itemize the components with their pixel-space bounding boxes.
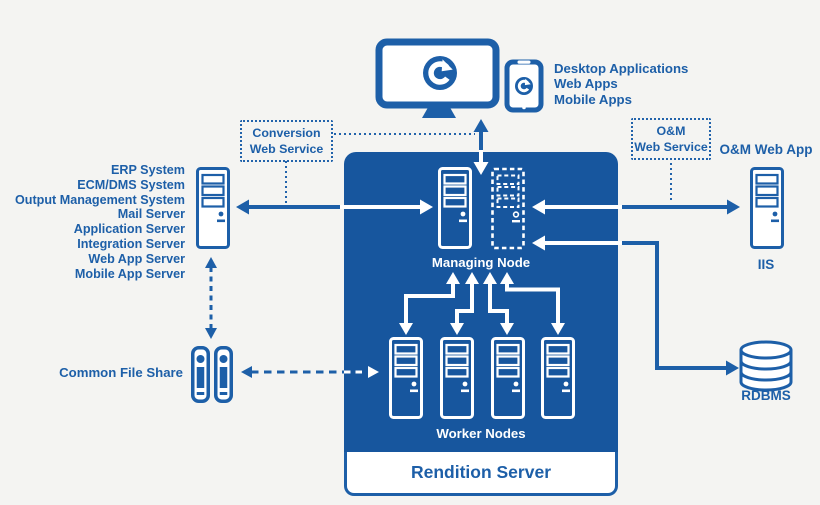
foxit-logo-icon — [513, 75, 535, 97]
connector-white-file-share-dashes — [344, 366, 379, 378]
file-share-icon — [191, 346, 233, 403]
conversion-web-service-box: Conversion Web Service — [240, 120, 333, 162]
om-web-app-label: O&M Web App — [719, 142, 813, 157]
connector-rdbms-managing-node — [618, 241, 739, 376]
rendition-server-title: Rendition Server — [410, 462, 552, 482]
conversion-web-service-line: Web Service — [249, 142, 324, 156]
worker-node-icon — [389, 337, 423, 419]
om-web-service-box: O&M Web Service — [631, 118, 711, 160]
client-apps-label: Desktop Applications Web Apps Mobile App… — [554, 61, 688, 107]
client-apps-line: Mobile Apps — [554, 91, 632, 107]
connector-white-into-managing-node — [340, 150, 622, 251]
common-file-share-label: Common File Share — [59, 365, 183, 380]
client-apps-line: Web Apps — [554, 76, 618, 92]
external-system-item: ECM/DMS System — [77, 177, 185, 192]
foxit-logo-icon — [423, 56, 457, 90]
external-system-item: Output Management System — [14, 192, 185, 207]
external-system-item: Integration Server — [77, 236, 185, 251]
connector-iis-managing-node — [618, 199, 740, 215]
worker-node-icon — [440, 337, 474, 419]
worker-node-icon — [491, 337, 525, 419]
external-system-item: ERP System — [111, 163, 185, 177]
worker-node-icon — [541, 337, 575, 419]
client-apps-line: Desktop Applications — [554, 61, 689, 76]
om-web-service-line: Web Service — [634, 140, 708, 154]
worker-nodes-label: Worker Nodes — [436, 426, 526, 441]
managing-node-standby-server-icon — [491, 167, 525, 250]
connector-file-share-worker-nodes — [241, 366, 344, 378]
smartphone-icon — [504, 59, 544, 113]
rdbms-label: RDBMS — [741, 388, 791, 403]
external-system-item: Web App Server — [88, 251, 185, 266]
iis-label: IIS — [757, 257, 775, 272]
external-systems-list: ERP System ECM/DMS System Output Managem… — [0, 163, 185, 281]
rendition-server-title-bar: Rendition Server — [344, 452, 618, 496]
connector-external-systems-managing-node — [236, 199, 344, 215]
managing-node-label: Managing Node — [431, 255, 531, 270]
connector-clients-rendition-server — [473, 119, 489, 153]
external-system-item: Mail Server — [117, 207, 185, 222]
external-system-item: Application Server — [73, 222, 185, 237]
connector-conversion-service-links — [285, 133, 475, 203]
connector-external-systems-file-share — [205, 257, 217, 339]
iis-server-icon — [750, 167, 784, 249]
monitor-icon — [375, 38, 500, 118]
conversion-web-service-line: Conversion — [252, 126, 321, 140]
om-web-service-line: O&M — [656, 124, 686, 138]
external-systems-server-icon — [196, 167, 230, 249]
external-system-item: Mobile App Server — [74, 266, 185, 281]
managing-node-server-icon — [438, 167, 472, 249]
connector-managing-node-worker-nodes — [399, 272, 565, 335]
rdbms-database-icon — [739, 340, 793, 392]
